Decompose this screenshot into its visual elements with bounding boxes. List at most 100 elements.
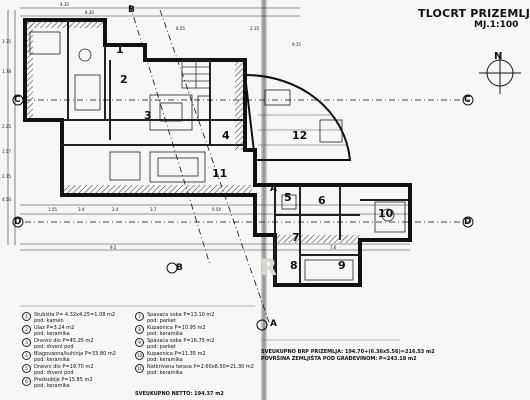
legend-left-item-line: pod: keramika — [34, 357, 70, 363]
total-net-area: SVEUKUPNO NETTO: 194.37 m2 — [135, 391, 224, 397]
gross-area-line-1: SVEUKUPNO BRP PRIZEMLJA: 194.70+(6.36x5.… — [261, 349, 435, 355]
section-label-b-top: B — [128, 5, 135, 15]
section-label-a-top: A — [270, 184, 277, 194]
gross-area-line-2: POVRŠINA ZEMLJIŠTA POD GRAĐEVINOM: P=243… — [261, 356, 417, 362]
room-number-3: 3 — [144, 109, 152, 122]
section-label-d-left: D — [14, 217, 22, 227]
legend-right-item-line: Natkrivena terasa P=2.60x8.50=21.30 m2 — [147, 364, 254, 370]
legend-left-item-line: Dnevni dio P=19.70 m2 — [34, 364, 94, 370]
watermark: R — [260, 256, 277, 281]
total-gross-area: SVEUKUPNO BRP PRIZEMLJA: 194.70+(6.36x5.… — [261, 349, 435, 363]
book-gutter — [261, 0, 267, 400]
dimension-left-2: 1.78 — [2, 69, 11, 74]
legend-left-item-line: Ulaz P=3.24 m2 — [34, 325, 75, 331]
legend-left-item-line: Blagovaona/kuhinja P=33.80 m2 — [34, 351, 116, 357]
exterior-walls — [23, 18, 412, 287]
room-number-9: 9 — [338, 259, 346, 272]
plan-title: TLOCRT PRIZEMLJA — [418, 7, 530, 20]
section-label-a-bottom: A — [270, 319, 277, 329]
dimension-top-2: 8.30 — [85, 10, 94, 15]
dimension-top-3: 6.55 — [176, 26, 185, 31]
legend-left-item-number: 1 — [22, 312, 31, 321]
section-markers — [12, 94, 474, 331]
legend-right-item-line: Spavaća soba P=13.10 m2 — [147, 312, 215, 318]
legend-right-item-line: pod: keramika — [147, 357, 183, 363]
room-number-5: 5 — [284, 191, 292, 204]
legend-left-item-line: pod: kamen — [34, 318, 64, 324]
section-label-c-right: C — [464, 95, 471, 105]
legend-left-item-number: 2 — [22, 325, 31, 334]
legend-right-item-line: Kupaonica P=10.95 m2 — [147, 325, 206, 331]
legend-right-item-line: Spavaća soba P=16.75 m2 — [147, 338, 215, 344]
legend-right-item-number: 8 — [135, 325, 144, 334]
dimension-left-3: 2.25 — [2, 124, 11, 129]
legend-left-item-number: 3 — [22, 338, 31, 347]
legend-right-item-number: 10 — [135, 351, 144, 360]
dimension-bottom-3: 2.4 — [112, 207, 119, 212]
room-number-1: 1 — [116, 43, 124, 56]
room-number-8: 8 — [290, 259, 298, 272]
north-arrow-icon — [479, 52, 521, 94]
legend-right-item-number: 11 — [135, 364, 144, 373]
section-label-d-right: D — [464, 217, 472, 227]
dimension-bottom-2: 3.4 — [78, 207, 85, 212]
room-number-2: 2 — [120, 73, 128, 86]
furniture — [29, 31, 406, 281]
dimension-bottom-5: 0.54 — [212, 207, 221, 212]
legend-left-item-line: Dnevni dio P=45.25 m2 — [34, 338, 94, 344]
room-number-6: 6 — [318, 194, 326, 207]
staircase — [181, 59, 211, 89]
room-number-4: 4 — [222, 129, 230, 142]
dimension-bottom-7: 7.6 — [330, 245, 337, 250]
legend-left-item-line: Predsoblje P=15.85 m2 — [34, 377, 93, 383]
dimension-left-1: 3.35 — [2, 39, 11, 44]
legend-left-item-line: Stubište P= 4.32x4.25=1.08 m2 — [34, 312, 116, 318]
dimension-top-1: 4.35 — [60, 2, 69, 7]
dimension-top-5: 9.15 — [292, 42, 301, 47]
left-page — [0, 0, 263, 400]
dimension-bottom-1: 1.55 — [48, 207, 57, 212]
legend-left-item-line: pod: drveni pod — [34, 344, 74, 350]
dimension-left-5: 2.75 — [2, 174, 11, 179]
plan-scale: MJ.1:100 — [474, 20, 519, 30]
section-label-c-left: C — [14, 95, 21, 105]
legend-right-item-number: 9 — [135, 338, 144, 347]
dimension-bottom-4: 3.7 — [150, 207, 157, 212]
dimension-top-4: 2.15 — [250, 26, 259, 31]
legend-left-item-number: 6 — [22, 377, 31, 386]
dimension-bottom-6: 9.5 — [110, 245, 117, 250]
room-number-11: 11 — [212, 167, 228, 180]
legend-right-item-line: pod: keramika — [147, 370, 183, 376]
legend-right-item-number: 7 — [135, 312, 144, 321]
section-lines — [25, 4, 470, 326]
legend-right-item-line: pod: parket — [147, 318, 176, 324]
legend-left-item-line: pod: keramika — [34, 383, 70, 389]
room-number-12: 12 — [292, 129, 308, 142]
room-number-10: 10 — [378, 207, 394, 220]
interior-walls — [62, 20, 410, 285]
legend-left-item-line: pod: keramika — [34, 331, 70, 337]
curved-terrace — [243, 73, 352, 161]
dimension-lines — [7, 7, 410, 251]
legend-right-item-line: pod: parket — [147, 344, 176, 350]
north-label: N — [494, 51, 503, 62]
